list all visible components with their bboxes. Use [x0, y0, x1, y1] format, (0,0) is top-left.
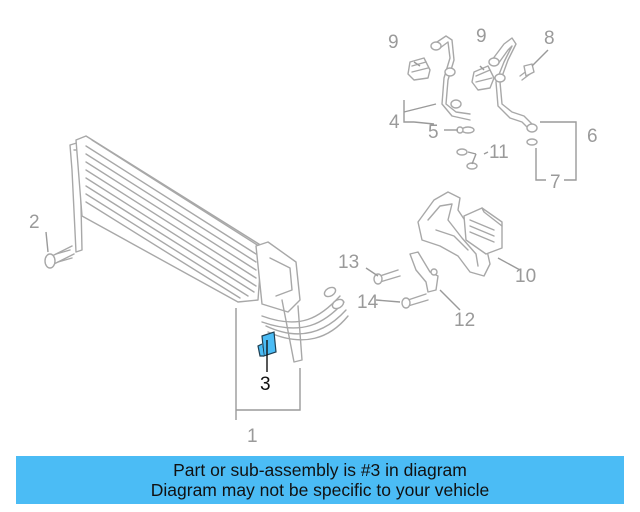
- callout-6: 6: [587, 126, 598, 147]
- bolt-part-14: [401, 293, 429, 309]
- callout-3[interactable]: 3: [260, 374, 271, 395]
- banner-line-2: Diagram may not be specific to your vehi…: [150, 480, 490, 500]
- callout-11: 11: [489, 142, 509, 163]
- bolt-part-2: [44, 245, 75, 269]
- callout-9a: 9: [388, 32, 399, 53]
- callout-8: 8: [544, 28, 555, 49]
- callout-labels: 1 2 3 4 5 6 7 8 9 9 10 11 12 13 14: [29, 26, 598, 447]
- callout-5: 5: [428, 122, 439, 143]
- hose-assembly: [407, 35, 538, 170]
- info-banner: Part or sub-assembly is #3 in diagram Di…: [16, 456, 624, 504]
- callout-4: 4: [389, 112, 400, 133]
- leader-lines: [45, 49, 577, 420]
- oil-cooler: [69, 135, 349, 363]
- callout-12: 12: [454, 310, 475, 331]
- bolt-part-13: [373, 269, 401, 285]
- clip-part-3[interactable]: [257, 331, 277, 357]
- callout-10: 10: [515, 266, 536, 287]
- banner-line-1: Part or sub-assembly is #3 in diagram: [173, 460, 467, 480]
- callout-1: 1: [247, 426, 258, 447]
- callout-13: 13: [338, 252, 359, 273]
- bracket-part-12: [409, 251, 439, 293]
- callout-14: 14: [357, 292, 379, 313]
- callout-7: 7: [550, 172, 561, 193]
- callout-9b: 9: [476, 26, 487, 47]
- callout-2: 2: [29, 212, 40, 233]
- aux-cooler-part-10: [417, 191, 503, 277]
